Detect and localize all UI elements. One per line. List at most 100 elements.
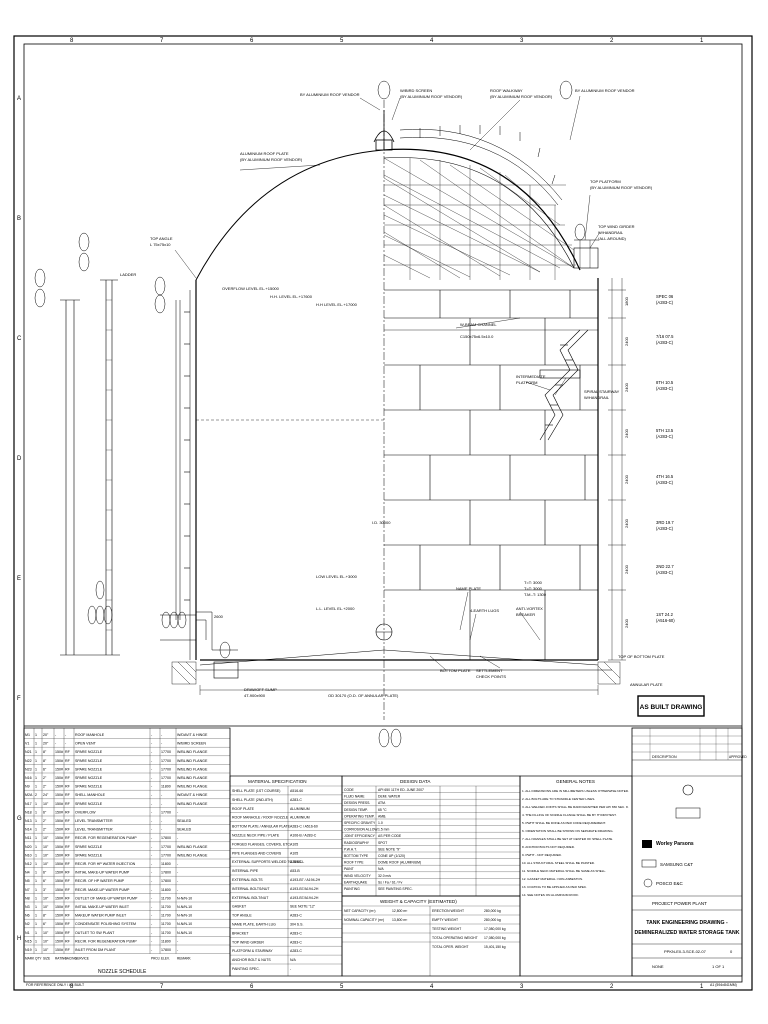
callout-text: PLATFORM	[516, 380, 537, 385]
table-cell: 150#	[55, 931, 63, 935]
table-cell: -	[177, 862, 179, 866]
course-label: (A283-C)	[656, 526, 674, 531]
table-cell: A283-C	[290, 931, 302, 935]
table-cell: W/BLIND FLANGE	[177, 759, 208, 763]
callout-text: TOP WIND GIRDER	[598, 224, 635, 229]
table-cell: M1	[25, 733, 30, 737]
table-cell: TOP ANGLE	[232, 914, 252, 918]
weight-capacity-table: WEIGHT & CAPACITY (ESTIMATED) NET CAPACI…	[341, 895, 521, 977]
callout-text: TOP ANGLE	[150, 236, 173, 241]
table-cell: 10"	[43, 836, 49, 840]
foundation-left	[171, 661, 197, 685]
top-wind-girder	[573, 247, 599, 269]
table-cell: A193-B7 / A194-2H	[290, 878, 321, 882]
table-cell: Ss / Fa / S1 / Fv	[378, 880, 403, 884]
table-cell: RF	[65, 793, 71, 797]
table-cell: N10	[25, 853, 32, 857]
course-label: 1ST 24.2	[656, 612, 674, 617]
table-cell: PIPE FLANGES AND COVERS	[232, 851, 282, 855]
table-cell: 17800	[161, 948, 171, 952]
table-cell: 2"	[43, 819, 47, 823]
table-cell: 8"	[43, 750, 47, 754]
table-cell: N22	[25, 759, 32, 763]
table-cell: 1	[35, 931, 37, 935]
grid-ref: A	[17, 96, 21, 102]
table-cell: -	[177, 939, 179, 943]
callout-text: T.M.-T: 1300	[524, 592, 547, 597]
table-cell: RF	[65, 845, 71, 849]
table-cell: 1	[35, 742, 37, 746]
table-cell: A283-C	[290, 940, 302, 944]
callout-text: 4T-900x900	[244, 693, 266, 698]
revision: 0	[730, 949, 733, 954]
table-cell: RF	[65, 931, 71, 935]
table-cell: N4	[25, 871, 30, 875]
grid-ref: D	[17, 456, 22, 462]
table-cell: 1	[35, 776, 37, 780]
table-cell: 6"	[43, 767, 47, 771]
table-cell: 304 S.S.	[290, 923, 303, 927]
header-cell: MARK	[25, 957, 35, 961]
table-cell: 10"	[43, 939, 49, 943]
dome-right	[383, 148, 581, 271]
general-notes: GENERAL NOTES 1. ALL DIMENSIONS ARE IN M…	[519, 775, 633, 977]
table-cell: 8"	[43, 914, 47, 918]
table-cell: ROOF MANHOLE	[75, 733, 105, 737]
table-cell: A283-C	[290, 798, 302, 802]
table-cell: 11700	[161, 905, 171, 909]
table-cell: 150#	[55, 810, 63, 814]
table-cell: RF	[65, 879, 71, 883]
table-cell: RECIR. FOR REGENERATION PUMP	[75, 939, 137, 943]
table-cell: ANCHOR BOLT & NUTS	[232, 958, 271, 962]
note-line: 8. ANCHOR BOLTS NOT REQUIRED.	[522, 845, 575, 849]
grid-ref: 2	[610, 38, 614, 44]
table-cell: DESIGN TEMP.	[344, 808, 368, 812]
table-cell: W/BLIND FLANGE	[177, 853, 208, 857]
table-cell: -	[177, 948, 179, 952]
table-cell: 17,080,000 kg	[484, 927, 506, 931]
table-cell: TOTAL OPER. WEIGHT	[432, 945, 468, 949]
samsung-logo	[641, 859, 657, 868]
company-name: Worley Parsons	[656, 841, 694, 847]
table-cell: N-N/N-10	[177, 922, 192, 926]
callout-text: ALUMINIUM ROOF PLATE	[240, 151, 289, 156]
dome-lattice	[383, 157, 576, 280]
project-name: PROJECT POWER PLANT	[652, 901, 707, 906]
table-cell: -	[151, 819, 153, 823]
table-cell: N12	[25, 862, 32, 866]
note-line: 6. ORIENTATION SHALL BE SHOWN ON SEPARAT…	[522, 829, 613, 833]
table-cell: 1	[35, 836, 37, 840]
table-cell: -	[151, 793, 153, 797]
grid-ref: 2	[610, 984, 614, 990]
table-cell: TESTING WEIGHT	[432, 927, 461, 931]
course-height: 2400	[624, 618, 629, 628]
grid-ref: C	[17, 336, 22, 342]
course-label: 2ND 22.7	[656, 564, 674, 569]
course-label: SPEC 06	[656, 294, 674, 299]
table-cell: RF	[65, 776, 71, 780]
table-cell: N23	[25, 767, 32, 771]
table-cell: -	[151, 871, 153, 875]
table-cell: 1.5 mm	[378, 828, 389, 832]
table-cell: -	[151, 742, 153, 746]
table-cell: SHELL MANHOLE	[75, 793, 106, 797]
table-cell: 6"	[43, 871, 47, 875]
table-cell: DESIGN PRESS.	[344, 801, 370, 805]
note-line: 5. PWHT SHALL BE DONE AS PER CODE REQUIR…	[522, 821, 606, 825]
table-cell: 11700	[161, 914, 171, 918]
table-cell: N2	[25, 922, 30, 926]
grid-ref: 6	[250, 38, 254, 44]
table-cell: 17800	[161, 879, 171, 883]
callout-text: BY ALUMINIUM ROOF VENDOR	[575, 88, 635, 93]
table-cell: -	[55, 733, 57, 737]
